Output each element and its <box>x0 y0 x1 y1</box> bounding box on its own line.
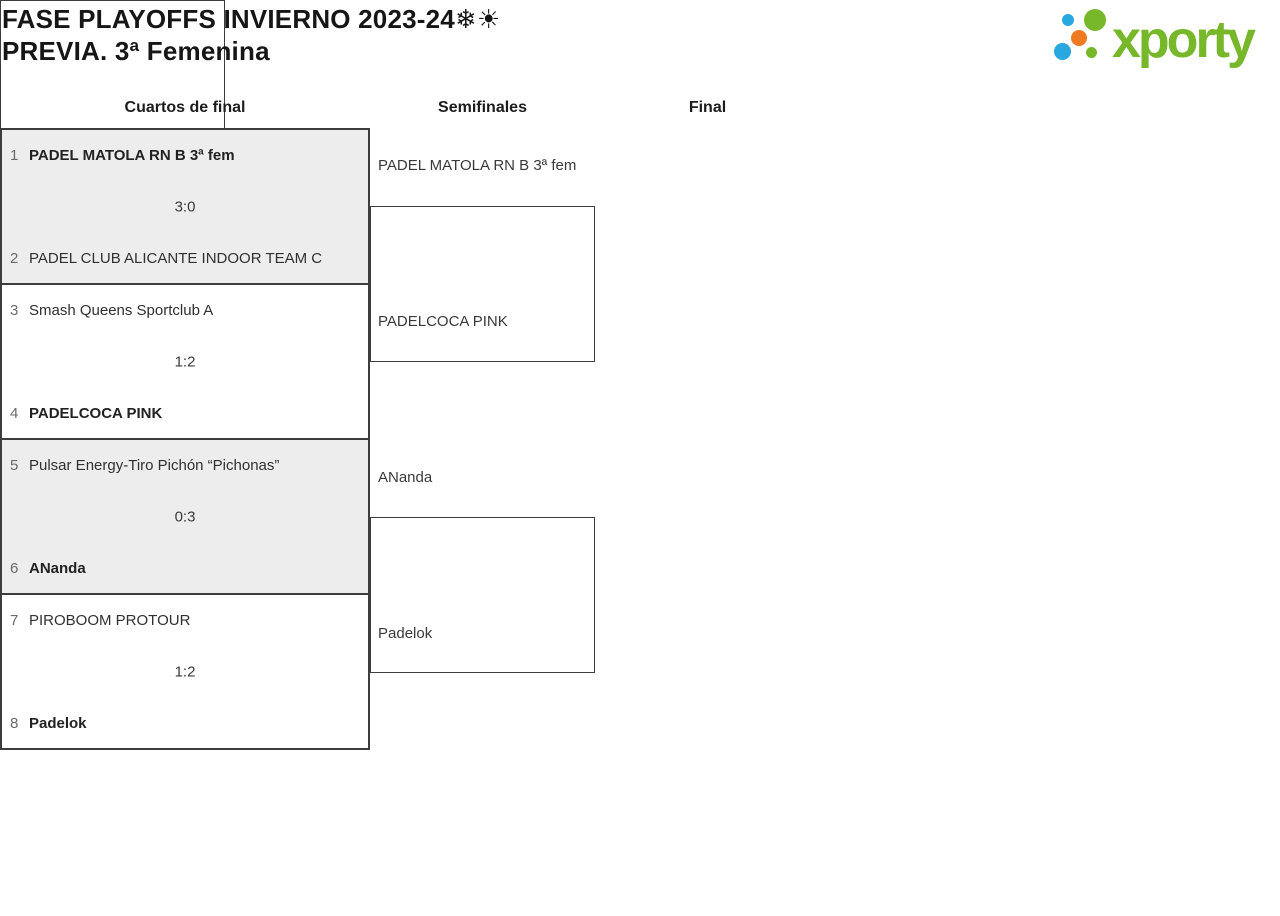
logo-wordmark: xporty <box>1112 11 1256 69</box>
quarterfinal-match-3: 5 Pulsar Energy-Tiro Pichón “Pichonas” 0… <box>0 438 370 595</box>
team-name[interactable]: Pulsar Energy-Tiro Pichón “Pichonas” <box>29 457 280 474</box>
round-header-semifinales: Semifinales <box>438 99 527 116</box>
team-name[interactable]: PADEL CLUB ALICANTE INDOOR TEAM C <box>29 250 323 267</box>
team-row: 5 Pulsar Energy-Tiro Pichón “Pichonas” <box>2 457 368 474</box>
logo-dot-icon <box>1062 14 1074 26</box>
seed-number: 3 <box>10 302 19 319</box>
seed-number: 1 <box>10 147 19 164</box>
team-row: 1 PADEL MATOLA RN B 3ª fem <box>2 147 368 164</box>
team-row: 3 Smash Queens Sportclub A <box>2 302 368 319</box>
round-header-cuartos: Cuartos de final <box>124 99 246 116</box>
page-title-line2: PREVIA. 3ª Femenina <box>2 36 270 66</box>
page-title: FASE PLAYOFFS INVIERNO 2023-24❄☀ PREVIA.… <box>2 3 500 67</box>
match-score: 1:2 <box>174 663 196 680</box>
semifinal-match-1-box <box>370 206 595 362</box>
team-name[interactable]: PADELCOCA PINK <box>29 405 163 422</box>
xporty-logo[interactable]: xporty <box>1046 0 1278 72</box>
team-row: 7 PIROBOOM PROTOUR <box>2 612 368 629</box>
team-row: 6 ANanda <box>2 560 368 577</box>
match-score: 0:3 <box>174 508 196 525</box>
seed-number: 2 <box>10 250 19 267</box>
semifinal-team-name[interactable]: Padelok <box>378 625 433 642</box>
page-title-line1: FASE PLAYOFFS INVIERNO 2023-24❄☀ <box>2 4 501 34</box>
team-name[interactable]: PADEL MATOLA RN B 3ª fem <box>29 147 235 164</box>
team-name[interactable]: ANanda <box>29 560 86 577</box>
round-headers: Cuartos de final Semifinales Final <box>0 97 820 118</box>
quarterfinal-match-2: 3 Smash Queens Sportclub A 1:2 4 PADELCO… <box>0 283 370 440</box>
team-row: 8 Padelok <box>2 715 368 732</box>
seed-number: 8 <box>10 715 19 732</box>
semifinal-team-name[interactable]: PADELCOCA PINK <box>378 313 508 330</box>
team-row: 2 PADEL CLUB ALICANTE INDOOR TEAM C <box>2 250 368 267</box>
semifinal-team-name[interactable]: PADEL MATOLA RN B 3ª fem <box>378 157 577 174</box>
logo-dot-icon <box>1054 43 1071 60</box>
quarterfinal-match-1: 1 PADEL MATOLA RN B 3ª fem 3:0 2 PADEL C… <box>0 128 370 285</box>
match-score: 3:0 <box>174 198 196 215</box>
logo-dot-icon <box>1084 9 1106 31</box>
team-row: 4 PADELCOCA PINK <box>2 405 368 422</box>
team-name[interactable]: PIROBOOM PROTOUR <box>29 612 191 629</box>
seed-number: 7 <box>10 612 19 629</box>
team-name[interactable]: Smash Queens Sportclub A <box>29 302 214 319</box>
quarterfinal-match-4: 7 PIROBOOM PROTOUR 1:2 8 Padelok <box>0 593 370 750</box>
semifinal-team-name[interactable]: ANanda <box>378 469 433 486</box>
semifinal-match-2-box <box>370 517 595 673</box>
logo-dot-icon <box>1071 30 1087 46</box>
logo-dot-icon <box>1086 47 1097 58</box>
seed-number: 5 <box>10 457 19 474</box>
seed-number: 6 <box>10 560 19 577</box>
match-score: 1:2 <box>174 353 196 370</box>
seed-number: 4 <box>10 405 19 422</box>
round-header-final: Final <box>688 99 727 116</box>
team-name[interactable]: Padelok <box>29 715 87 732</box>
